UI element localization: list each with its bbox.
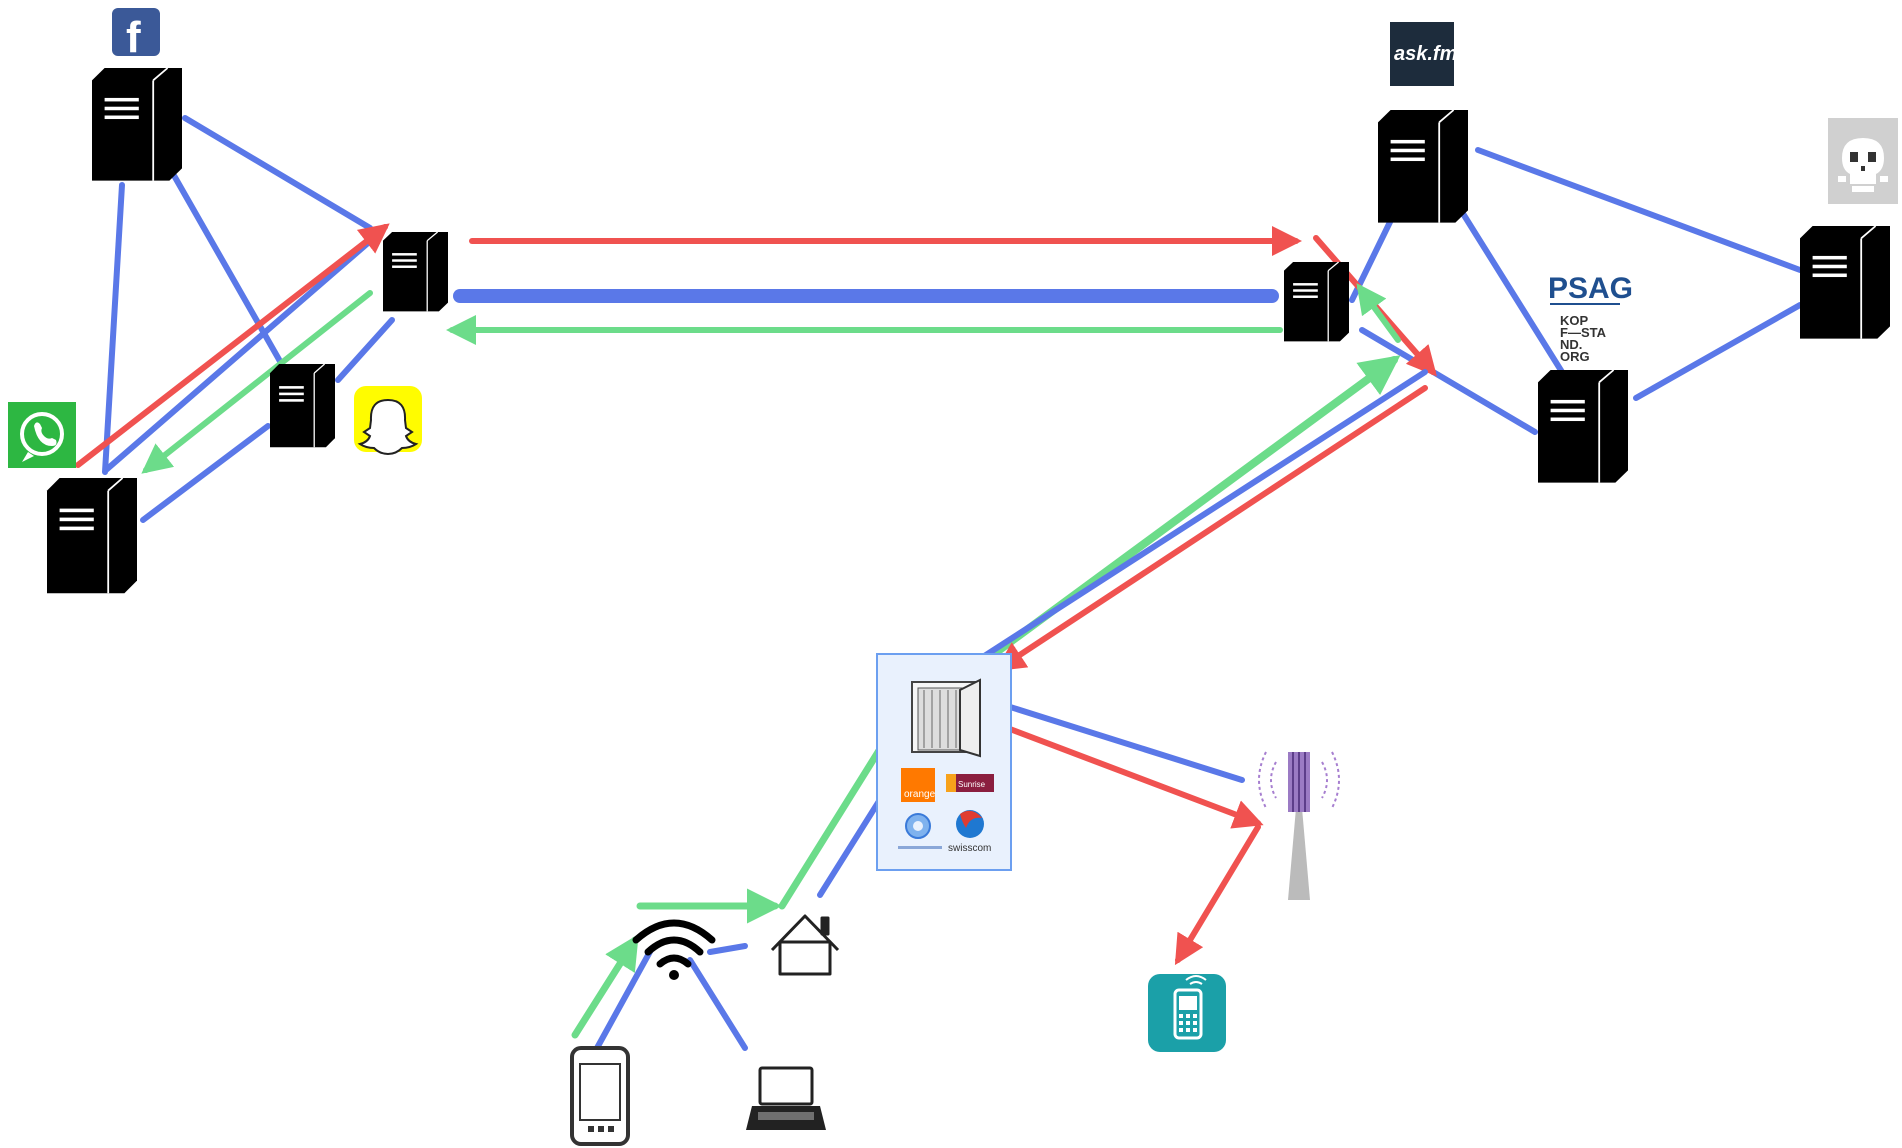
laptop-icon — [746, 1066, 826, 1130]
arrow-wa-to-hub — [75, 223, 390, 468]
link-wifi-home-blue — [707, 943, 748, 955]
psag-title: PSAG — [1548, 272, 1633, 305]
link-ask-psag — [1459, 209, 1565, 375]
swisscom-logo: swisscom — [948, 810, 991, 854]
arrow-isp-to-tower — [991, 720, 1264, 829]
link-fb-wa — [102, 182, 125, 475]
link-fb-snap — [169, 169, 288, 373]
link-wifi-laptop-blue — [687, 957, 748, 1051]
link-ask-skull — [1475, 147, 1803, 273]
door-icon — [911, 678, 981, 758]
server-icon-skull — [1799, 225, 1891, 340]
askfm-icon: ask.fm — [1390, 22, 1457, 86]
whatsapp-icon — [8, 402, 76, 468]
isp-box: orange Sunrise swisscom — [876, 653, 1012, 871]
swisscom-logo-text: swisscom — [948, 843, 991, 854]
connections — [75, 115, 1803, 1051]
link-fb-hub — [182, 115, 373, 231]
home-icon — [770, 914, 840, 976]
server-icon-psag — [1537, 369, 1629, 484]
facebook-logo-text: f — [126, 13, 141, 62]
server-icon-askfm — [1377, 109, 1469, 224]
psag-sub-2: F—STA — [1560, 325, 1607, 340]
arrow-hub-to-isp-red — [994, 385, 1428, 672]
antenna-tower-icon — [1258, 751, 1340, 900]
skull-icon — [1828, 118, 1898, 204]
smartphone-icon — [570, 1046, 630, 1146]
link-wa-snap — [140, 423, 271, 523]
link-wa-hub — [103, 240, 371, 473]
orange-logo: orange — [901, 768, 936, 802]
psag-sub-4: ORG — [1560, 349, 1590, 364]
psag-sub-1: KOP — [1560, 313, 1589, 328]
wifi-icon — [632, 919, 716, 980]
arrow-phone-to-wifi-green — [571, 934, 639, 1039]
orange-logo-text: orange — [904, 789, 936, 800]
psag-logo: PSAG KOP F—STA ND. ORG — [1548, 272, 1633, 364]
server-icon-right-hub — [1283, 261, 1350, 343]
askfm-logo-text: ask.fm — [1394, 43, 1457, 65]
upc-logo — [898, 813, 942, 849]
psag-sub-3: ND. — [1560, 337, 1582, 352]
server-icon-whatsapp — [46, 477, 138, 595]
server-icon-left-hub — [382, 231, 449, 313]
server-icon-snapchat — [269, 363, 336, 448]
sunrise-logo-text: Sunrise — [958, 780, 986, 789]
mobile-phone-icon — [1148, 974, 1226, 1052]
link-snap-hub — [335, 317, 395, 383]
arrow-tower-to-phone — [1174, 824, 1261, 966]
server-icon-facebook — [91, 67, 183, 182]
link-phone-wifi-blue — [594, 945, 655, 1051]
facebook-icon: f — [112, 8, 160, 62]
link-isp-tower — [985, 697, 1245, 783]
sunrise-logo: Sunrise — [946, 774, 994, 792]
link-hub-psag — [1359, 327, 1538, 435]
link-isp-hub-blue — [972, 369, 1428, 665]
link-skull-psag — [1633, 302, 1803, 401]
snapchat-icon — [354, 386, 422, 456]
arrow-hub-to-wa — [141, 290, 373, 474]
arrow-isp-to-hub-green-a — [1356, 283, 1401, 343]
